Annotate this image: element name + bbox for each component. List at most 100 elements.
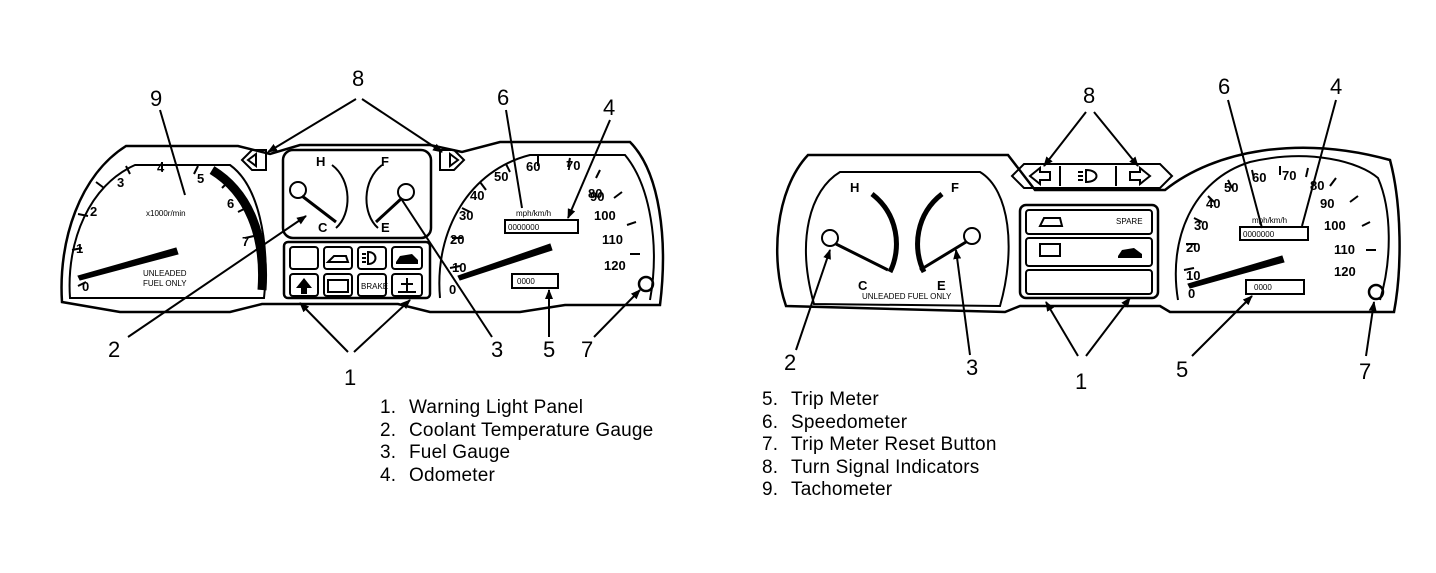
callout-left-1: 1 <box>344 365 356 390</box>
trip-meter-window-right <box>1245 279 1305 295</box>
speed-scale-30-right: 30 <box>1194 218 1208 233</box>
temp-needle <box>835 242 889 272</box>
legend-right: 5.Trip Meter 6.Speedometer 7.Trip Meter … <box>762 389 997 502</box>
legend-item-7-num: 7. <box>762 434 779 455</box>
speed-unit: mph/km/h <box>516 209 551 218</box>
speed-scale-60-right: 60 <box>1252 170 1266 185</box>
speedometer-needle <box>457 243 553 281</box>
left-callouts: 9 8 6 4 2 1 3 5 7 <box>108 66 641 390</box>
legend-item-9-text: Tachometer <box>791 479 893 500</box>
battery-icon-right <box>1039 243 1061 257</box>
legend-item-4: 4. Odometer <box>380 465 653 488</box>
speed-scale-20: 20 <box>450 232 464 247</box>
speed-scale-110: 110 <box>602 232 623 247</box>
fuel-full-label: F <box>381 154 389 169</box>
coolant-warning-icon <box>398 278 416 293</box>
fuel-full-label-right: F <box>951 180 959 195</box>
temp-cold-label: C <box>318 220 328 235</box>
door-ajar-icon-right <box>1118 248 1142 258</box>
tach-scale-1: 1 <box>76 241 83 256</box>
coolant-needle-pivot <box>289 181 307 199</box>
tach-scale-2: 2 <box>90 204 97 219</box>
legend-item-6-text: Speedometer <box>791 411 908 433</box>
speed-scale-0: 0 <box>449 282 456 297</box>
tach-scale-3: 3 <box>117 175 124 190</box>
legend-item-6: 6. Speedometer <box>762 412 997 435</box>
leader-left-4 <box>567 119 611 219</box>
speed-scale-50-right: 50 <box>1224 180 1238 195</box>
legend-item-3-text: Fuel Gauge <box>409 442 511 463</box>
warning-light-cells <box>289 246 423 297</box>
callout-right-2: 2 <box>784 350 796 375</box>
center-gauge-box <box>281 148 433 240</box>
spare-warning-label: SPARE <box>1116 217 1143 226</box>
fuel-needle <box>374 196 404 224</box>
callout-left-2: 2 <box>108 337 120 362</box>
fuel-needle-pivot <box>397 183 415 201</box>
warning-light-rows-right <box>1025 209 1153 295</box>
odometer-digits-right: 0000000 <box>1243 230 1275 239</box>
callout-right-6: 6 <box>1218 74 1230 99</box>
legend-item-1-text: Warning Light Panel <box>409 397 584 418</box>
leader-left-6 <box>505 109 523 209</box>
left-cluster-text: 0 1 2 3 4 5 6 7 x1000r/min UNLEADED FUEL… <box>76 154 626 297</box>
trip-digits-right: 0000 <box>1254 283 1272 292</box>
leader-right-5 <box>1191 295 1253 357</box>
left-cluster-housing <box>60 140 665 314</box>
legend-item-5-text: Trip Meter <box>791 389 879 410</box>
speed-scale-50: 50 <box>494 169 508 184</box>
speed-scale-110-right: 110 <box>1334 242 1355 257</box>
leader-right-8a <box>1043 111 1087 167</box>
fuel-empty-label-right: E <box>937 278 946 293</box>
legend-item-4-num: 4. <box>380 464 397 486</box>
temp-hot-label: H <box>316 154 325 169</box>
odometer-window-right <box>1239 226 1309 241</box>
tachometer-needle <box>77 247 179 281</box>
callout-left-6: 6 <box>497 85 509 110</box>
legend-item-6-num: 6. <box>762 411 779 433</box>
callout-left-3: 3 <box>491 337 503 362</box>
temp-needle-pivot <box>821 229 839 247</box>
leader-right-6 <box>1227 99 1263 229</box>
trip-meter-window <box>511 273 559 289</box>
legend-item-9-num: 9. <box>762 479 779 500</box>
legend-item-7-text: Trip Meter Reset Button <box>791 434 997 455</box>
speedometer-ticks <box>449 156 640 269</box>
temp-cold-label-right: C <box>858 278 868 293</box>
callout-left-9: 9 <box>150 86 162 111</box>
speed-scale-80: 80 <box>588 186 602 201</box>
right-turn-arrow-icon <box>449 152 460 168</box>
door-ajar-icon <box>396 254 418 264</box>
callout-right-8: 8 <box>1083 83 1095 108</box>
leader-right-2 <box>795 249 831 351</box>
tach-notice-1: UNLEADED <box>143 269 187 278</box>
right-turn-indicator <box>439 149 466 171</box>
leader-left-9 <box>159 109 186 196</box>
turn-signal-strip <box>1010 163 1174 189</box>
tach-scale-4: 4 <box>157 160 165 175</box>
speedometer-needle-right <box>1187 255 1285 289</box>
headlight-icon-right <box>1078 168 1098 184</box>
right-callouts: 8 6 4 2 3 1 5 7 <box>784 74 1377 394</box>
speed-scale-0-right: 0 <box>1188 286 1195 301</box>
right-cluster-text: H C F E UNLEADED FUEL ONLY SPARE 0 10 20… <box>850 168 1356 301</box>
legend-item-8: 8.Turn Signal Indicators <box>762 457 997 480</box>
trip-reset-button-right <box>1367 283 1385 301</box>
odometer-digits: 0000000 <box>508 223 540 232</box>
speedometer-ticks-right <box>1183 166 1376 271</box>
oil-pressure-icon <box>325 255 350 263</box>
tach-scale-0: 0 <box>82 279 89 294</box>
right-instrument-cluster <box>776 146 1401 314</box>
legend-item-4-text: Odometer <box>409 464 496 486</box>
battery-icon <box>327 279 349 293</box>
fuel-needle-right <box>919 240 967 272</box>
trip-digits: 0000 <box>517 277 535 286</box>
tach-notice-2: FUEL ONLY <box>143 279 187 288</box>
speed-scale-100: 100 <box>594 208 616 223</box>
leader-right-8b <box>1093 111 1139 167</box>
legend-item-8-num: 8. <box>762 456 779 478</box>
speed-scale-120-right: 120 <box>1334 264 1356 279</box>
left-turn-arrow-icon-right <box>1028 165 1051 187</box>
callout-left-4: 4 <box>603 95 615 120</box>
